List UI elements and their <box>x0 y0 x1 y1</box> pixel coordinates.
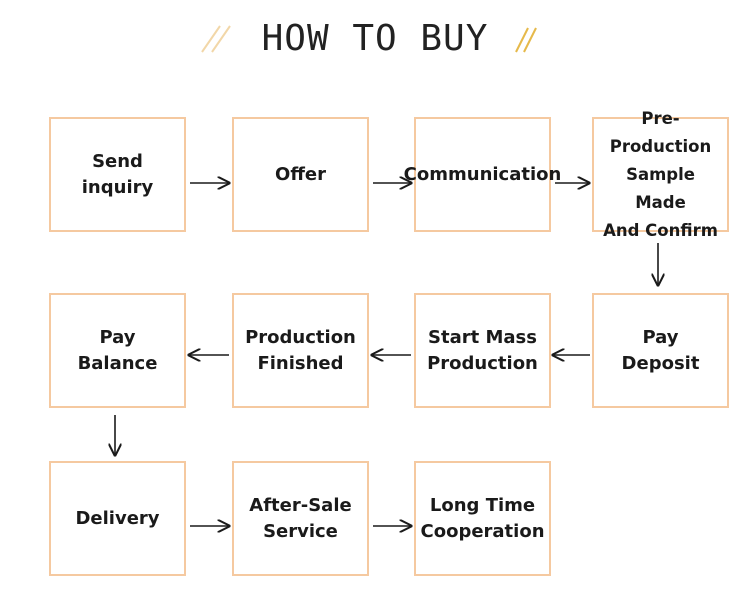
slash-decoration-left <box>201 25 231 53</box>
step-after-sale-service: After-Sale Service <box>232 461 369 576</box>
step-label: Delivery <box>75 507 160 529</box>
step-long-time-cooperation: Long Time Cooperation <box>414 461 551 576</box>
step-pre-production: Pre-Production Sample Made And Confirm <box>592 109 729 240</box>
step-pay-deposit: Pay Deposit <box>592 293 729 408</box>
page-title: HOW TO BUY <box>261 18 489 59</box>
step-label: Start Mass Production <box>427 326 538 374</box>
step-production-finished: Production Finished <box>232 293 369 408</box>
step-label: Offer <box>275 163 326 185</box>
slash-decoration-right <box>515 27 537 53</box>
step-communication: Communication <box>404 117 561 232</box>
step-label: Long Time Cooperation <box>420 494 545 542</box>
step-delivery: Delivery <box>49 461 186 576</box>
step-label: Send inquiry <box>81 150 154 198</box>
step-pay-balance: Pay Balance <box>49 293 186 408</box>
step-label: Production Finished <box>245 326 356 374</box>
step-label: Pre-Production Sample Made And Confirm <box>603 108 718 240</box>
step-label: Communication <box>403 163 562 185</box>
step-offer: Offer <box>232 117 369 232</box>
step-start-mass-production: Start Mass Production <box>414 293 551 408</box>
step-send-inquiry: Send inquiry <box>49 117 186 232</box>
title-area: HOW TO BUY <box>0 16 750 62</box>
step-label: Pay Deposit <box>621 326 700 374</box>
step-label: After-Sale Service <box>249 494 352 542</box>
step-label: Pay Balance <box>77 326 158 374</box>
